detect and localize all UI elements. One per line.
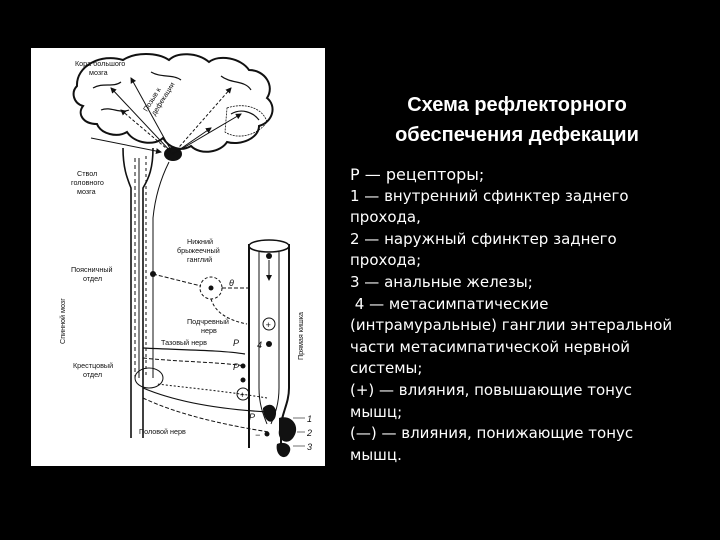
intramural-ganglion <box>266 341 272 347</box>
legend-line: системы; <box>350 359 423 378</box>
label-mesenteric-2: брыжеечный <box>177 246 220 255</box>
label-brainstem-3: мозга <box>77 187 96 196</box>
legend-line: (+) — влияния, повышающие тонус <box>350 380 633 399</box>
pelvic-nerve <box>142 347 246 355</box>
external-sphincter <box>278 417 297 442</box>
mesenteric-node <box>208 285 214 291</box>
internal-sphincter <box>263 404 277 422</box>
sphincter-node <box>264 431 270 437</box>
label-1: 1 <box>307 414 312 424</box>
label-hypogastric-2: нерв <box>201 326 217 335</box>
slide-title-line-1: Схема рефлекторного <box>407 94 627 116</box>
slide-title-line-2: обеспечения дефекации <box>395 124 639 146</box>
anal-gland <box>276 442 291 458</box>
legend-line: мышц. <box>350 445 402 464</box>
sensory-return <box>156 383 268 399</box>
ganglion-theta-mark: θ <box>229 278 234 288</box>
label-mesenteric-3: ганглий <box>187 255 212 264</box>
label-sacral-2: отдел <box>83 370 102 379</box>
receptor-mark-upper: Р <box>233 338 239 348</box>
pelvic-nerve-2 <box>142 357 246 367</box>
plus-circle-mid <box>236 387 250 401</box>
label-lumbar-2: отдел <box>83 274 102 283</box>
legend-line: 2 — наружный сфинктер заднего <box>350 229 617 248</box>
slide-title: Схема рефлекторного обеспечения дефекаци… <box>352 90 682 150</box>
plus-circle-upper <box>262 317 276 331</box>
legend: Р — рецепторы; 1 — внутренний сфинктер з… <box>350 164 690 466</box>
receptor-mark-sphincter: Р <box>249 412 255 422</box>
label-pelvic: Тазовый нерв <box>161 338 207 347</box>
label-lumbar-1: Поясничный <box>71 265 113 274</box>
legend-line: (—) — влияния, понижающие тонус <box>350 424 634 443</box>
cortical-projections <box>90 77 242 155</box>
rectum-top-node <box>266 253 272 259</box>
plus-mark-upper: + <box>266 320 271 330</box>
legend-line: 3 — анальные железы; <box>350 272 533 291</box>
label-spinal-cord: Спинной мозг <box>58 298 67 344</box>
brain-gyri <box>92 71 260 121</box>
legend-line: (интрамуральные) ганглии энтеральной <box>350 316 673 335</box>
label-4: 4 <box>257 340 262 350</box>
pudendal-nerve <box>142 387 270 413</box>
legend-line: прохода; <box>350 251 422 270</box>
legend-line: 4 — метасимпатические <box>350 294 549 313</box>
pudendal-nerve-2 <box>142 397 270 433</box>
spinal-tracts <box>134 156 170 378</box>
label-pudendal: Половой нерв <box>139 427 186 436</box>
legend-line: 1 — внутренний сфинктер заднего <box>350 186 629 205</box>
legend-line: прохода, <box>350 208 421 227</box>
label-3: 3 <box>307 442 312 452</box>
minus-mark: − <box>255 430 260 440</box>
lumbar-to-ganglion <box>152 273 202 287</box>
label-brainstem-2: головного <box>71 178 104 187</box>
hemisphere-shading <box>224 105 268 137</box>
brain-outline <box>72 53 274 153</box>
rectum-top <box>248 239 290 253</box>
legend-line: мышц; <box>350 402 403 421</box>
label-rectum: Прямая кишка <box>296 312 305 360</box>
rectum-inner-right <box>270 252 280 425</box>
hypogastric-nerve <box>210 298 248 325</box>
receptor-node-1 <box>240 363 246 369</box>
brainstem-tube <box>122 147 154 438</box>
plus-mark-mid: + <box>240 390 245 400</box>
receptor-node-2 <box>240 377 246 383</box>
receptor-mark-lower: Р <box>233 362 239 372</box>
label-mesenteric-1: Нижний <box>187 237 213 246</box>
label-2: 2 <box>306 428 312 438</box>
label-cortex-2: мозга <box>89 68 108 77</box>
label-sacral-1: Крестцовый <box>73 361 113 370</box>
label-cortex-1: Кора большого <box>75 59 125 68</box>
reflex-diagram-panel: θ + 4 Р Р + Р <box>31 48 325 466</box>
label-brainstem-1: Ствол <box>77 169 97 178</box>
reflex-diagram: θ + 4 Р Р + Р <box>58 53 312 458</box>
rectum-inner-left <box>258 252 268 425</box>
sacral-center <box>134 367 164 389</box>
label-hypogastric-1: Подчревный <box>187 317 229 326</box>
legend-line: Р — рецепторы; <box>350 165 485 184</box>
legend-line: части метасимпатической нервной <box>350 337 631 356</box>
